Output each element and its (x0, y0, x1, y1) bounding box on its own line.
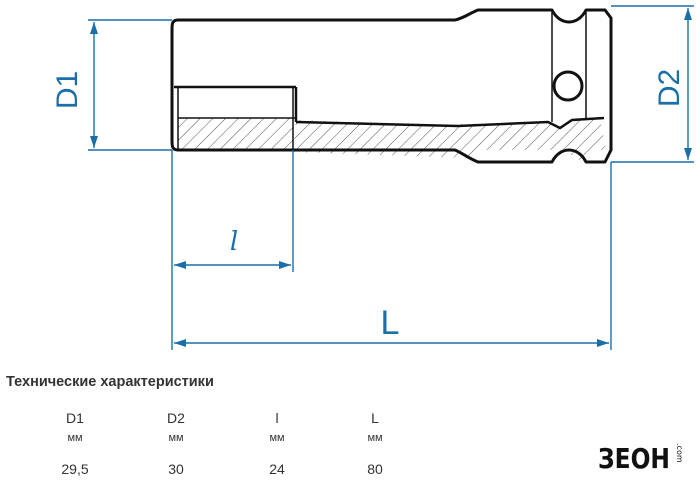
dimension-lines (88, 5, 694, 350)
spec-header: D1 (66, 410, 84, 426)
spec-value: 29,5 (61, 461, 89, 477)
logo-text: ЗЕОН (598, 442, 670, 473)
spec-header: l (275, 410, 279, 426)
l-small-label: l (230, 227, 238, 257)
spec-unit: мм (67, 432, 83, 444)
spec-header: D2 (167, 410, 185, 426)
spec-unit: мм (269, 432, 285, 444)
hatched-section-hex (178, 118, 293, 150)
spec-value: 24 (269, 461, 285, 477)
zeon-logo: ЗЕОН .com (598, 442, 684, 473)
d2-label: D2 (653, 69, 686, 107)
l-total-label: L (381, 304, 400, 342)
d1-label: D1 (51, 71, 84, 109)
pin-hole (552, 70, 584, 102)
spec-value: 30 (168, 461, 184, 477)
socket-outline (170, 8, 613, 164)
specs-title: Технические характеристики (6, 374, 214, 390)
spec-unit: мм (168, 432, 184, 444)
spec-unit: мм (367, 432, 383, 444)
logo-suffix: .com (675, 443, 684, 463)
spec-value: 80 (367, 461, 383, 477)
spec-header: L (371, 410, 379, 426)
socket-body (170, 8, 613, 164)
